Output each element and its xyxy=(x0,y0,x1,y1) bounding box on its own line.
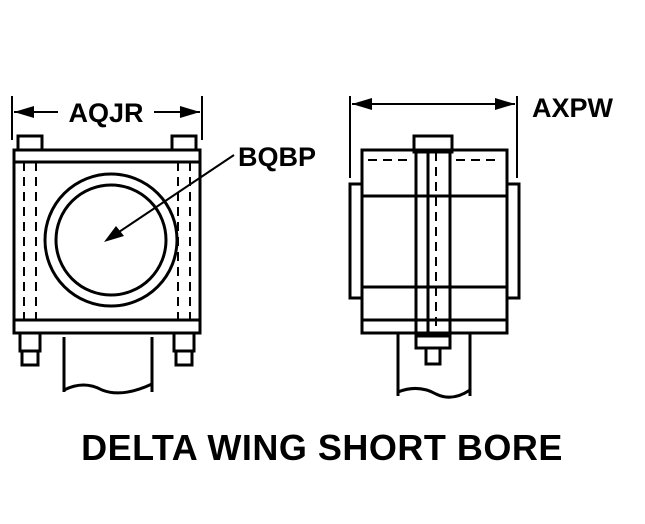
depth-dimension-line xyxy=(349,96,518,178)
front-bore xyxy=(43,172,179,308)
bore-dimension-label: BQBP xyxy=(238,142,316,172)
front-bolt-ends-bottom xyxy=(18,331,196,367)
side-pipe xyxy=(396,333,472,399)
front-pipe xyxy=(62,337,154,395)
width-dimension-line xyxy=(11,96,203,140)
side-bolt xyxy=(412,134,454,366)
depth-dimension-label: AXPW xyxy=(532,93,614,123)
front-view: AQJR BQBP xyxy=(11,96,316,395)
side-clamp-body xyxy=(360,148,509,335)
side-view: AXPW xyxy=(348,93,614,399)
front-clamp-body xyxy=(12,148,202,335)
front-bolt-heads-top xyxy=(16,134,198,152)
diagram-caption: DELTA WING SHORT BORE xyxy=(81,427,563,468)
side-hidden-lines xyxy=(368,159,500,321)
bore-dimension-leader xyxy=(104,154,235,242)
width-dimension-label: AQJR xyxy=(68,98,143,128)
